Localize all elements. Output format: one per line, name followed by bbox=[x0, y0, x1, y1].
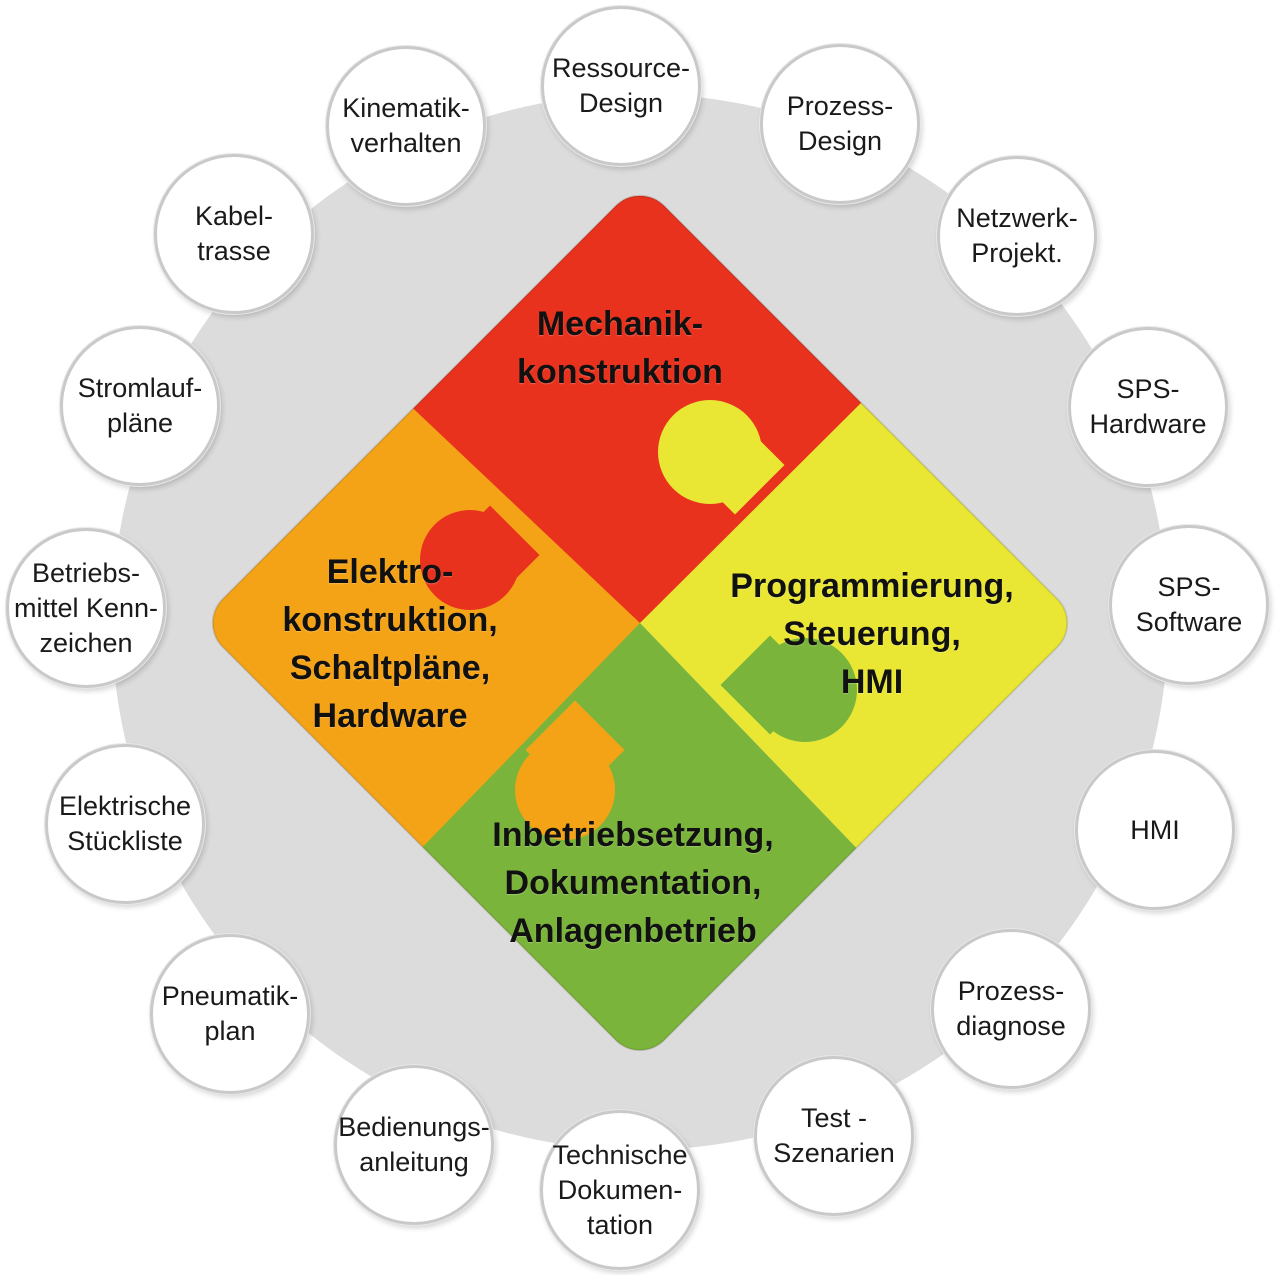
bubble-netzwerk-projekt: Netzwerk- Projekt. bbox=[937, 156, 1097, 316]
label-line: Programmierung, bbox=[730, 567, 1014, 605]
label-line: Test - bbox=[800, 1103, 867, 1133]
label-line: HMI bbox=[1130, 814, 1180, 845]
label-line: anleitung bbox=[359, 1147, 469, 1177]
label-line: Schaltpläne, bbox=[289, 649, 491, 687]
label-elektro: Elektro-konstruktion, Schaltpläne, Hardwar… bbox=[282, 548, 497, 740]
knob-programmierung-neck bbox=[685, 415, 785, 515]
label-line: SPS- bbox=[1157, 572, 1221, 602]
label-line: Inbetriebsetzung, bbox=[492, 816, 774, 854]
label-line: Steuerung, bbox=[783, 615, 961, 653]
bubble-test-szenarien: Test - Szenarien bbox=[754, 1056, 914, 1216]
label-mechanik: Mechanik-konstruktion bbox=[517, 300, 723, 396]
label-line: mittel Kenn- bbox=[13, 592, 159, 623]
bubble-hmi: HMI bbox=[1075, 750, 1235, 910]
bubble-bedienungsanleitung: Bedienungs-anleitung bbox=[334, 1065, 494, 1225]
label-line: Mechanik- bbox=[536, 305, 704, 343]
label-line: Stückliste bbox=[67, 826, 183, 856]
bubble-ressource-design: Ressource- Design bbox=[541, 6, 701, 166]
label-line: Elektrische bbox=[58, 791, 192, 821]
label-line: Software bbox=[1135, 607, 1243, 637]
label-line: Design bbox=[578, 88, 664, 118]
label-line: diagnose bbox=[956, 1011, 1066, 1041]
label-line: Prozess- bbox=[957, 976, 1065, 1006]
label-line: Kinematik- bbox=[342, 93, 470, 123]
puzzle-piece-programmierung bbox=[640, 396, 1082, 860]
label-line: Kabel- bbox=[194, 201, 274, 231]
bubble-prozess-design: Prozess- Design bbox=[760, 44, 920, 204]
label-line: Betriebs- bbox=[31, 557, 141, 588]
bubble-sps-software: SPS- Software bbox=[1109, 525, 1269, 685]
knob-elektro-neck bbox=[525, 700, 625, 800]
bubble-stromlaufplaene: Stromlauf-pläne bbox=[60, 326, 220, 486]
label-programmierung: Programmierung, Steuerung, HMI bbox=[730, 562, 1013, 706]
label-line: verhalten bbox=[350, 128, 462, 158]
label-line: tation bbox=[586, 1209, 654, 1240]
bubble-betriebsmittel-kennzeichen: Betriebs-mittel Kenn-zeichen bbox=[6, 528, 166, 688]
label-line: Pneumatik- bbox=[161, 981, 299, 1011]
label-line: zeichen bbox=[39, 627, 133, 658]
label-line: Bedienungs- bbox=[338, 1112, 490, 1142]
label-line: Elektro- bbox=[326, 553, 454, 591]
label-line: trasse bbox=[197, 236, 271, 266]
label-line: Projekt. bbox=[971, 238, 1063, 268]
label-line: Prozess- bbox=[786, 91, 894, 121]
label-line: pläne bbox=[106, 408, 174, 438]
label-line: Hardware bbox=[312, 697, 468, 735]
bubble-kinematikverhalten: Kinematik-verhalten bbox=[326, 46, 486, 206]
label-line: SPS- bbox=[1116, 374, 1180, 404]
diamond-outline bbox=[211, 194, 1069, 1052]
bubble-prozessdiagnose: Prozess-diagnose bbox=[931, 929, 1091, 1089]
puzzle-piece-mechanik-left bbox=[400, 181, 640, 623]
label-line: Design bbox=[797, 126, 883, 156]
knob-inbetrieb-neck bbox=[720, 635, 820, 735]
label-line: Dokumentation, bbox=[504, 864, 762, 902]
label-line: Stromlauf- bbox=[77, 373, 203, 403]
bubble-pneumatikplan: Pneumatik-plan bbox=[150, 934, 310, 1094]
knob-mechanik-neck bbox=[440, 505, 540, 605]
label-line: Dokumen- bbox=[557, 1174, 683, 1205]
bubble-kabeltrasse: Kabel-trasse bbox=[154, 154, 314, 314]
label-inbetrieb: Inbetriebsetzung, Dokumentation, Anlagenbe… bbox=[492, 811, 773, 955]
label-line: Ressource- bbox=[551, 53, 691, 83]
label-line: Szenarien bbox=[773, 1138, 895, 1168]
puzzle-piece-inbetrieb bbox=[198, 623, 1082, 1065]
label-line: konstruktion bbox=[517, 353, 723, 391]
label-line: Netzwerk- bbox=[956, 203, 1078, 233]
label-line: Hardware bbox=[1089, 409, 1207, 439]
label-line: plan bbox=[204, 1016, 256, 1046]
label-line: konstruktion, bbox=[282, 601, 498, 639]
label-line: Technische bbox=[552, 1139, 688, 1170]
bubble-sps-hardware: SPS- Hardware bbox=[1068, 327, 1228, 487]
label-line: HMI bbox=[840, 663, 904, 701]
label-line: Anlagenbetrieb bbox=[509, 912, 757, 950]
